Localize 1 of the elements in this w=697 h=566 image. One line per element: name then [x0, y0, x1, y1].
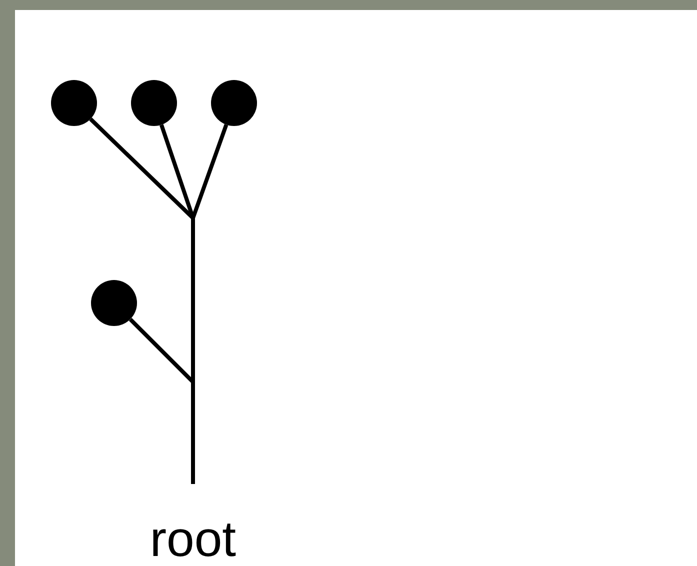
node-label: root: [150, 514, 236, 564]
